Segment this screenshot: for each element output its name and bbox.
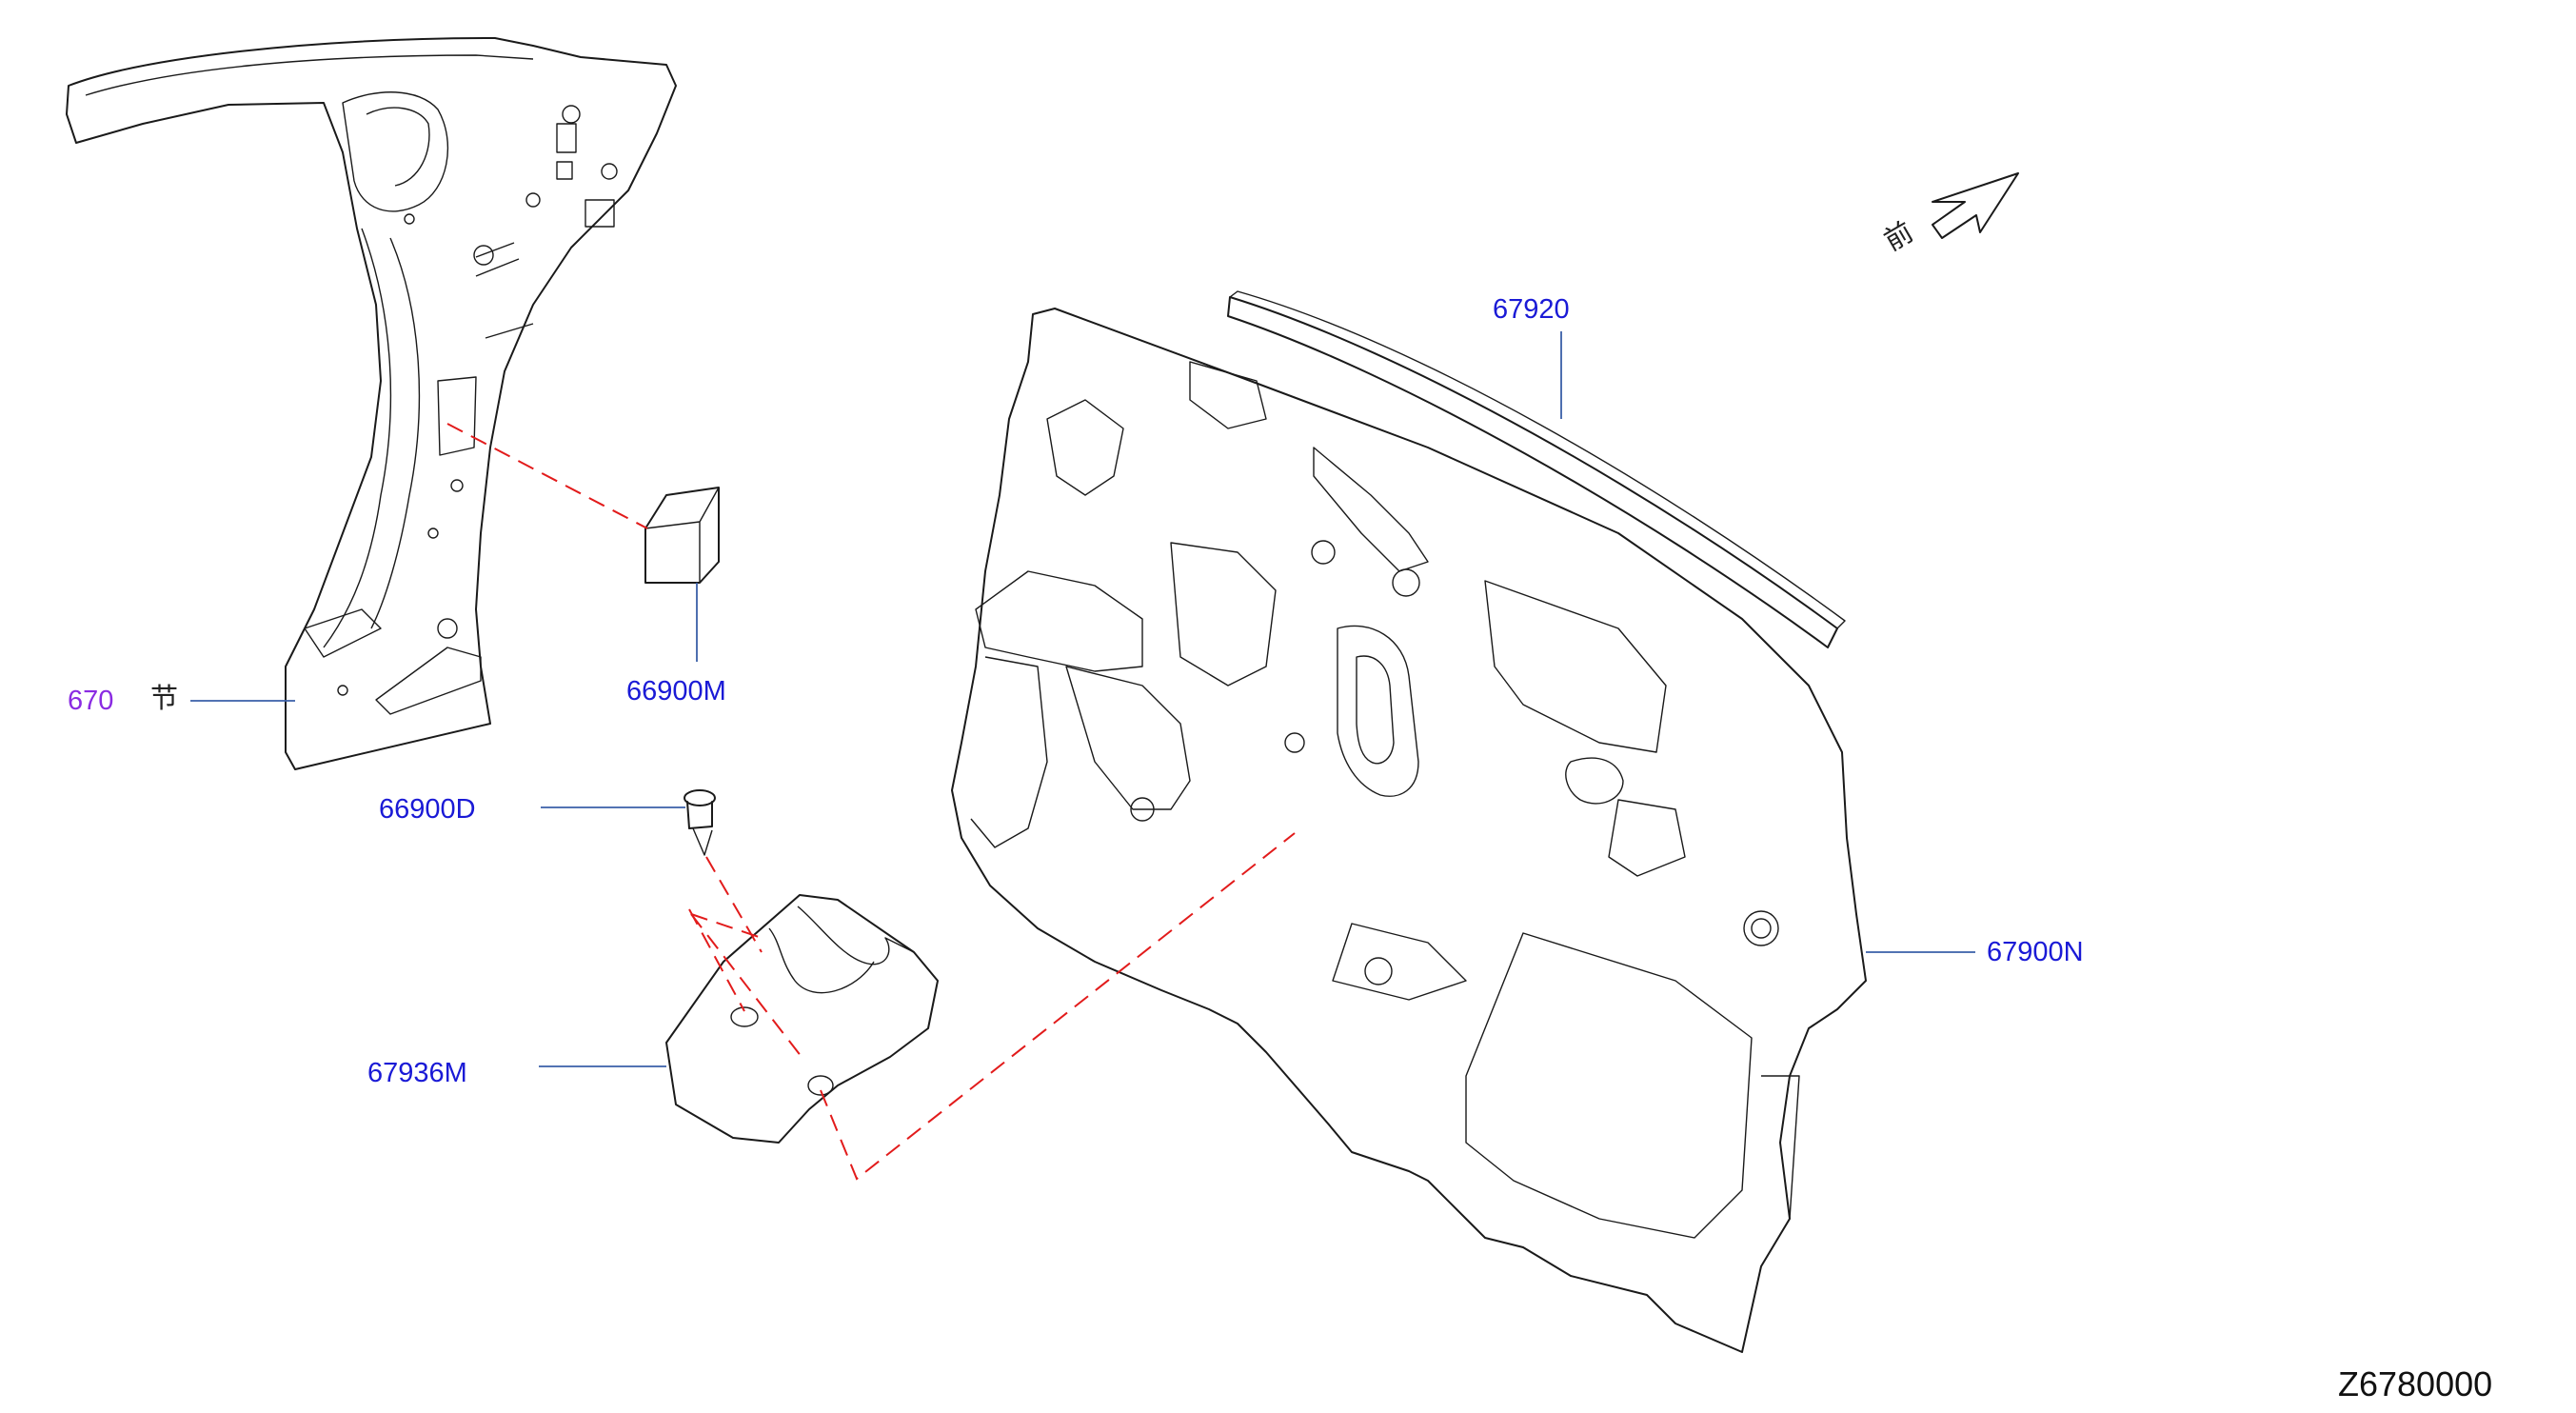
section-glyph: 节 bbox=[150, 682, 179, 714]
cover-67936m-illustration bbox=[665, 894, 939, 1144]
part-label-66900m[interactable]: 66900M bbox=[626, 676, 726, 706]
clip-66900d-illustration bbox=[684, 789, 716, 856]
illustration-code: Z6780000 bbox=[2338, 1364, 2493, 1403]
part-label-67900n[interactable]: 67900N bbox=[1987, 937, 2084, 967]
dash-insulator-67900n-illustration bbox=[951, 308, 1867, 1353]
section-label-670[interactable]: 670 bbox=[68, 686, 114, 716]
assembly-guide-lines bbox=[446, 423, 1296, 1181]
side-panel-illustration bbox=[66, 37, 677, 770]
part-label-66900d[interactable]: 66900D bbox=[379, 794, 476, 825]
part-label-67920[interactable]: 67920 bbox=[1493, 294, 1570, 325]
leader-lines bbox=[190, 331, 1975, 1067]
pad-66900m-illustration bbox=[644, 487, 720, 584]
strip-67920-illustration bbox=[1227, 290, 1846, 648]
front-arrow-icon bbox=[1932, 172, 2019, 239]
part-label-67936m[interactable]: 67936M bbox=[367, 1058, 467, 1088]
